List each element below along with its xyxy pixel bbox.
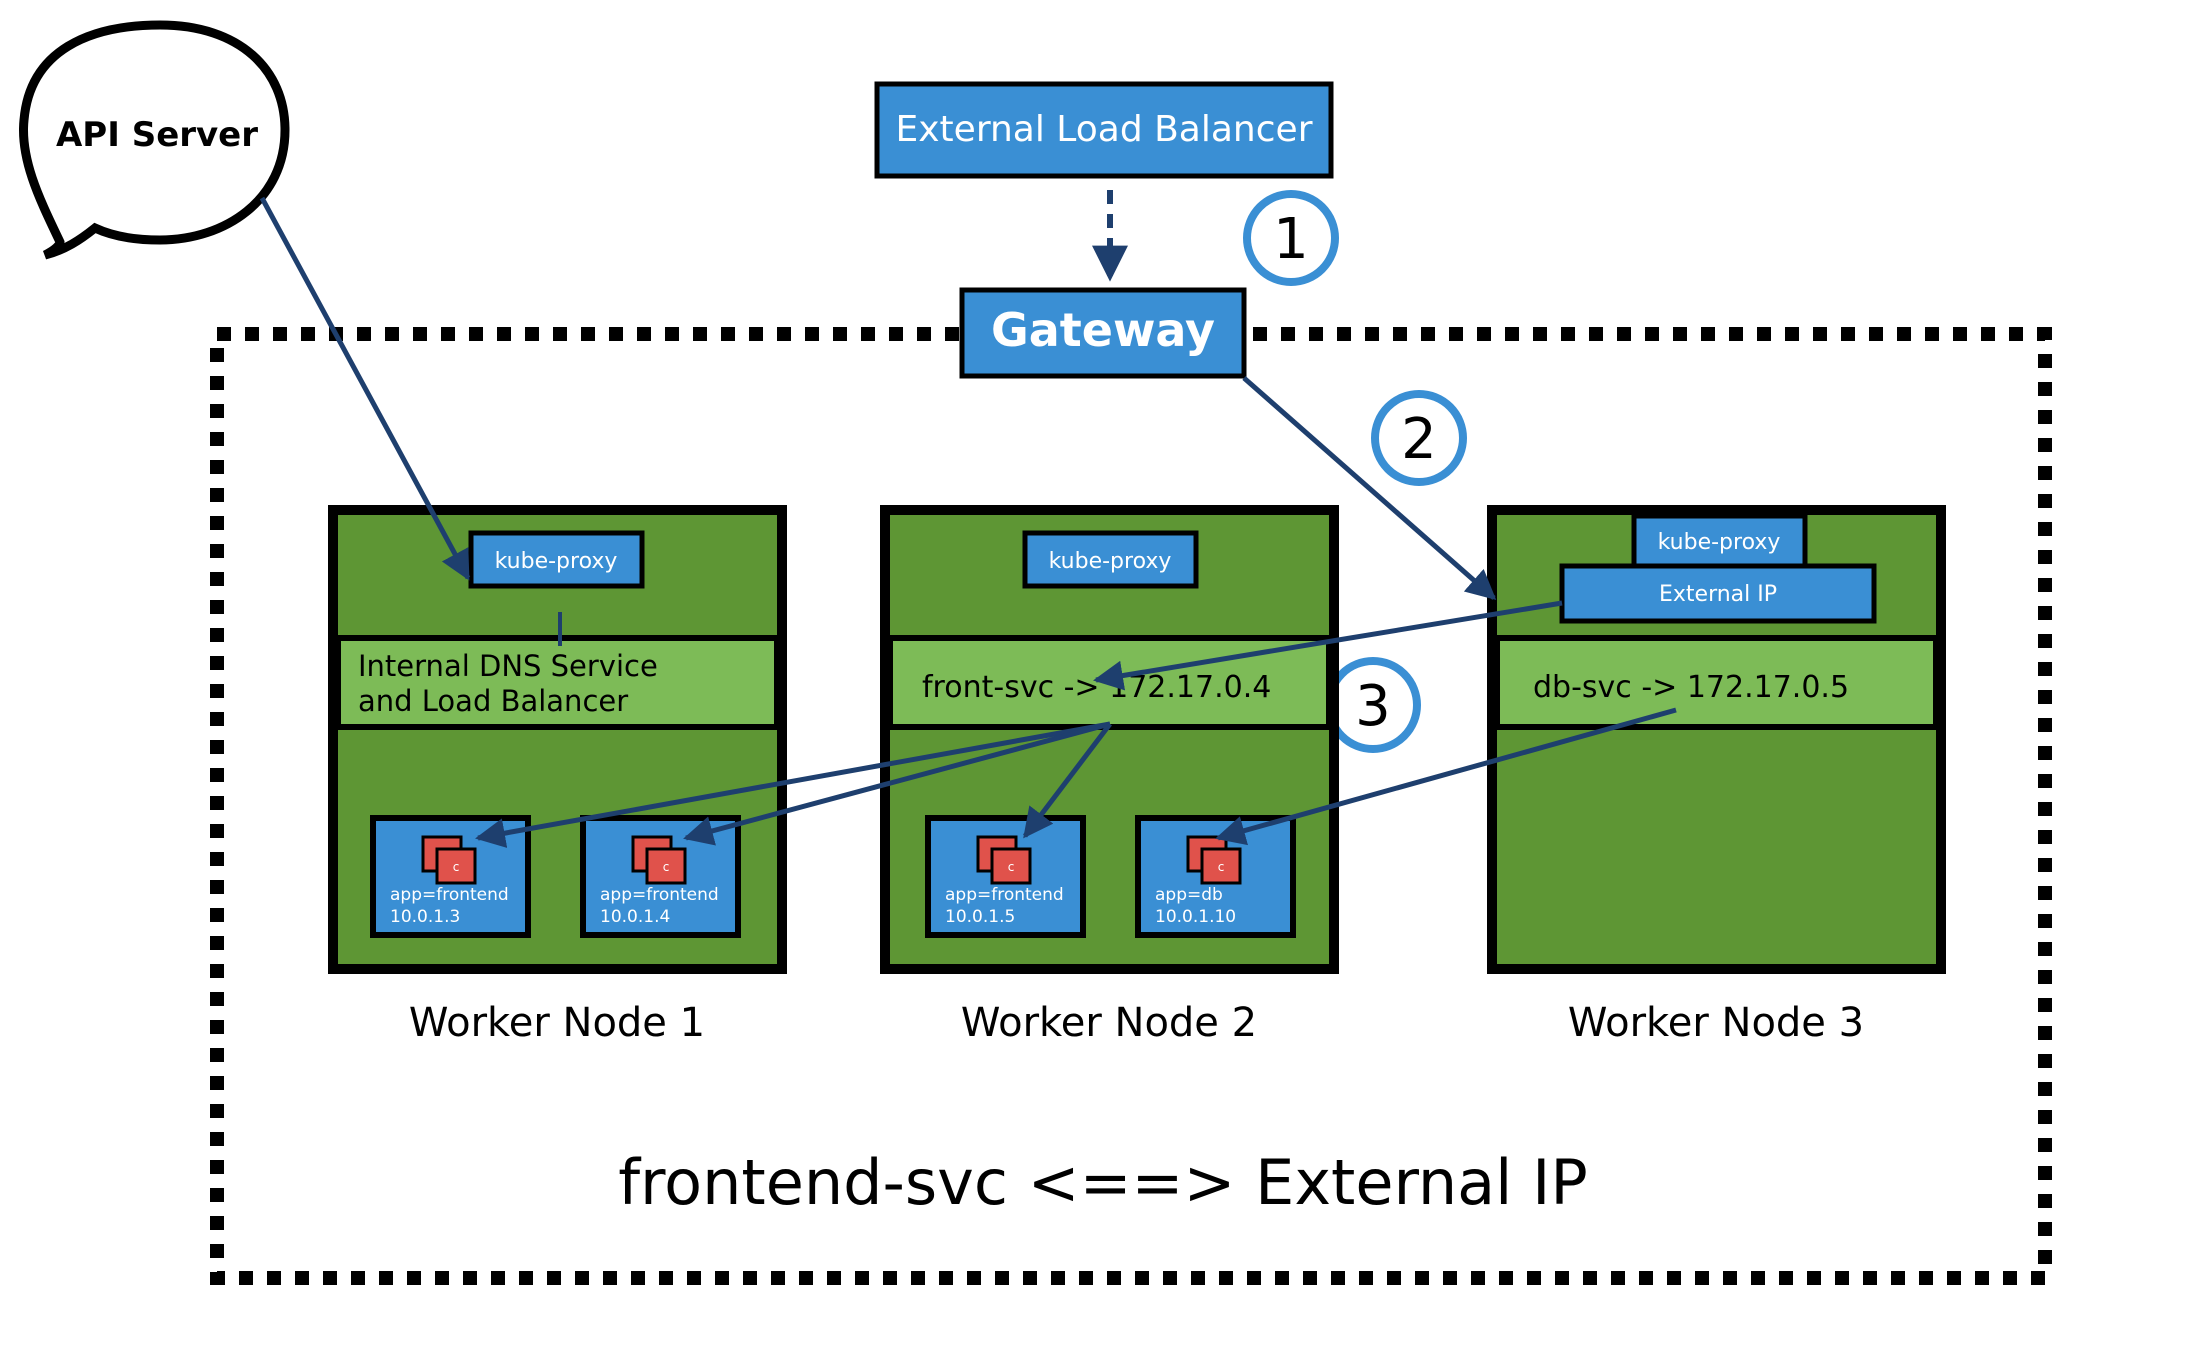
pod-ip-label: 10.0.1.4: [600, 907, 670, 927]
kube-proxy-3: [1631, 513, 1808, 569]
pod-app-label: app=db: [1155, 885, 1223, 905]
db-svc-label: db-svc -> 172.17.0.5: [1533, 670, 1849, 705]
kube-proxy-2: [1022, 530, 1199, 589]
step-3-label: 3: [1355, 674, 1391, 739]
pod-10-0-1-10: c app=db 10.0.1.10: [1135, 815, 1296, 938]
container-icon-label: c: [1008, 860, 1015, 874]
internal-dns-label-line1: Internal DNS Service: [358, 649, 658, 683]
worker-node-2-label: Worker Node 2: [961, 1000, 1257, 1046]
container-icon: [645, 847, 687, 885]
api-server-bubble: API Server: [18, 20, 290, 260]
container-icon-label: c: [663, 860, 670, 874]
cluster-caption: frontend-svc <==> External IP: [618, 1146, 1588, 1219]
api-server-to-kube-proxy-arrow: [259, 196, 471, 581]
worker-node-3: kube-proxy External IP db-svc -> 172.17.…: [1487, 505, 1946, 1046]
api-server-label: API Server: [56, 115, 258, 155]
front-svc-to-pod-10-0-1-5-arrow: [1023, 722, 1112, 839]
pod-10-0-1-5: c app=frontend 10.0.1.5: [925, 815, 1086, 938]
step-1-marker: 1: [1243, 190, 1339, 286]
cluster-boundary: [210, 327, 2052, 1285]
pod-ip-label: 10.0.1.5: [945, 907, 1015, 927]
step-3-marker: 3: [1325, 657, 1421, 753]
pod-app-label: app=frontend: [945, 885, 1064, 905]
pod-app-label: app=frontend: [600, 885, 719, 905]
step-1-label: 1: [1273, 207, 1309, 272]
container-icon: [435, 847, 477, 885]
worker-node-3-label: Worker Node 3: [1568, 1000, 1864, 1046]
container-icon-label: c: [453, 860, 460, 874]
db-svc-to-pod-10-0-1-10-arrow: [1215, 707, 1677, 846]
pod-10-0-1-4: c app=frontend 10.0.1.4: [580, 815, 741, 938]
worker-node-1: kube-proxy Internal DNS Service and Load…: [328, 505, 787, 1046]
worker-node-2: kube-proxy front-svc -> 172.17.0.4 c app…: [880, 505, 1339, 1046]
external-ip-label: External IP: [1659, 582, 1777, 607]
kube-proxy-1: [468, 530, 645, 589]
gateway-to-node3-arrow: [1242, 376, 1497, 600]
connection-arrows: [259, 196, 1677, 848]
external-ip-to-front-svc-arrow: [1093, 600, 1563, 691]
kube-proxy-1-label: kube-proxy: [495, 549, 618, 574]
pod-ip-label: 10.0.1.10: [1155, 907, 1236, 927]
external-load-balancer-label: External Load Balancer: [896, 109, 1313, 150]
pod-ip-label: 10.0.1.3: [390, 907, 460, 927]
step-2-marker: 2: [1371, 390, 1467, 486]
gateway: Gateway: [959, 287, 1247, 379]
kube-proxy-2-label: kube-proxy: [1049, 549, 1172, 574]
step-2-label: 2: [1401, 407, 1437, 472]
gateway-label: Gateway: [991, 303, 1215, 357]
external-ip-box: [1559, 563, 1877, 624]
internal-dns-label-line2: and Load Balancer: [358, 684, 628, 718]
front-svc-label: front-svc -> 172.17.0.4: [922, 670, 1271, 705]
front-svc-to-pod-10-0-1-3-arrow: [475, 721, 1111, 848]
kube-proxy-3-label: kube-proxy: [1658, 530, 1781, 555]
front-svc-to-pod-10-0-1-4-arrow: [683, 721, 1111, 846]
worker-node-1-label: Worker Node 1: [409, 1000, 705, 1046]
container-icon: [1200, 847, 1242, 885]
pod-app-label: app=frontend: [390, 885, 509, 905]
container-icon-label: c: [1218, 860, 1225, 874]
external-load-balancer: External Load Balancer: [874, 81, 1334, 179]
container-icon: [990, 847, 1032, 885]
